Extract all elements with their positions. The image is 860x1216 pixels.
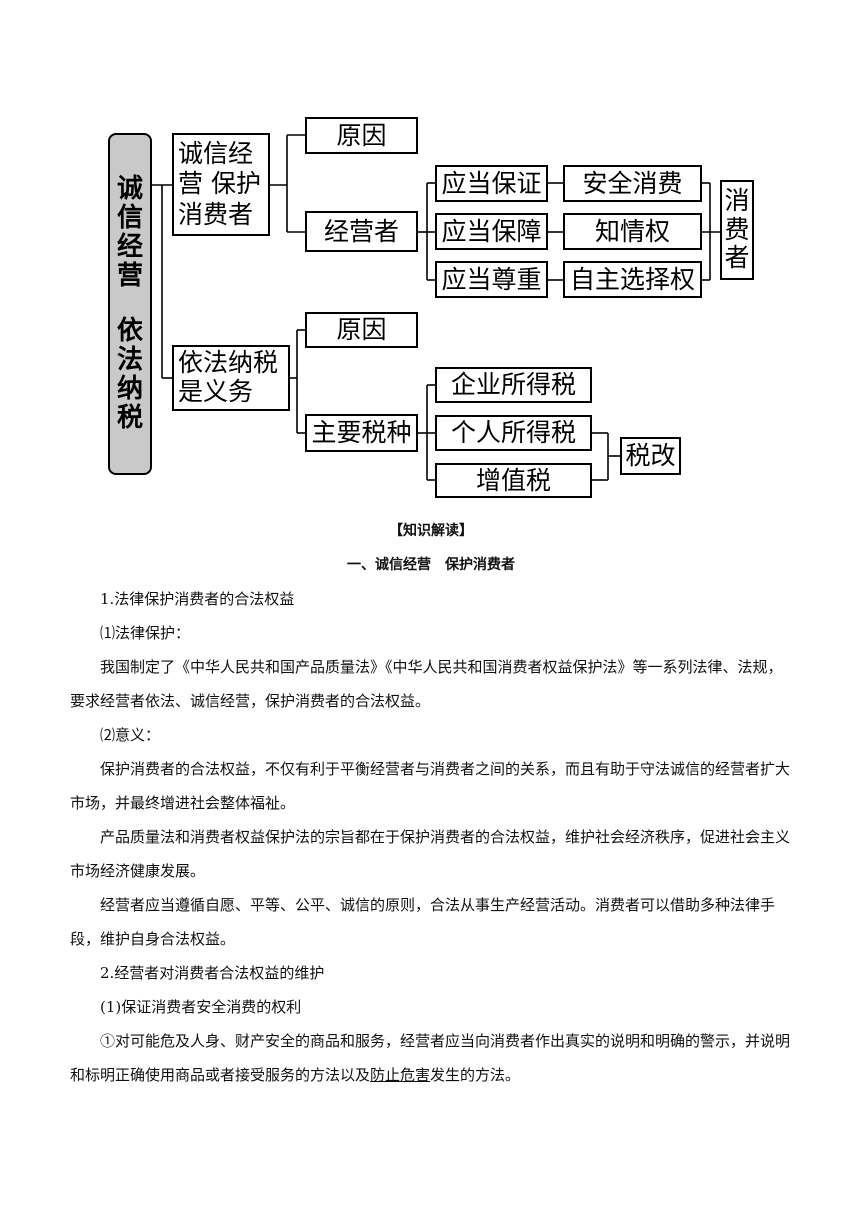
node-should-guarantee: 应当保障	[435, 213, 548, 250]
underlined-phrase: 防止危害	[370, 1066, 431, 1084]
branch-tax-duty: 依法纳税 是义务	[172, 345, 290, 411]
paragraph-purpose: 产品质量法和消费者权益保护法的宗旨都在于保护消费者的合法权益，维护社会经济秩序，…	[70, 828, 791, 880]
heading-1: 1.法律保护消费者的合法权益	[100, 590, 295, 608]
node-reason-1: 原因	[305, 117, 418, 154]
paragraph-significance: 保护消费者的合法权益，不仅有利于平衡经营者与消费者之间的关系，而且有助于守法诚信…	[70, 760, 791, 812]
concept-map: 诚 信 经 营 依 法 纳 税 诚信经 营 保护 消费者 原因 经营者 应当保证…	[0, 0, 860, 520]
paragraph-law: 我国制定了《中华人民共和国产品质量法》《中华人民共和国消费者权益保护法》等一系列…	[70, 658, 783, 710]
node-right-choice: 自主选择权	[563, 261, 702, 298]
section-label: 【知识解读】	[389, 523, 473, 539]
heading-2: 2.经营者对消费者合法权益的维护	[100, 964, 325, 982]
sub-heading-2: ⑵意义：	[100, 726, 161, 744]
node-should-ensure: 应当保证	[435, 165, 548, 202]
knowledge-text: 【知识解读】 一、诚信经营 保护消费者 1.法律保护消费者的合法权益 ⑴法律保护…	[70, 514, 792, 1092]
node-corporate-tax: 企业所得税	[435, 367, 592, 403]
paragraph-principles: 经营者应当遵循自愿、平等、公平、诚信的原则，合法从事生产经营活动。消费者可以借助…	[70, 896, 776, 948]
root-node: 诚 信 经 营 依 法 纳 税	[108, 133, 152, 475]
node-consumer: 消 费 者	[720, 180, 754, 280]
node-tax-reform: 税改	[620, 437, 681, 475]
paragraph-safety: ①对可能危及人身、财产安全的商品和服务，经营者应当向消费者作出真实的说明和明确的…	[70, 1032, 791, 1084]
node-right-know: 知情权	[563, 213, 702, 250]
node-vat: 增值税	[435, 463, 592, 498]
sub-heading-3: (1)保证消费者安全消费的权利	[100, 998, 302, 1016]
node-right-safety: 安全消费	[563, 165, 702, 202]
node-main-taxes: 主要税种	[305, 414, 418, 452]
section-title: 一、诚信经营 保护消费者	[347, 557, 515, 573]
node-personal-tax: 个人所得税	[435, 415, 592, 451]
connector-lines	[152, 134, 720, 481]
sub-heading-1: ⑴法律保护：	[100, 624, 191, 642]
node-reason-2: 原因	[305, 312, 418, 348]
node-should-respect: 应当尊重	[435, 261, 548, 298]
node-operator: 经营者	[305, 211, 418, 252]
branch-honest-business: 诚信经 营 保护 消费者	[172, 133, 270, 236]
